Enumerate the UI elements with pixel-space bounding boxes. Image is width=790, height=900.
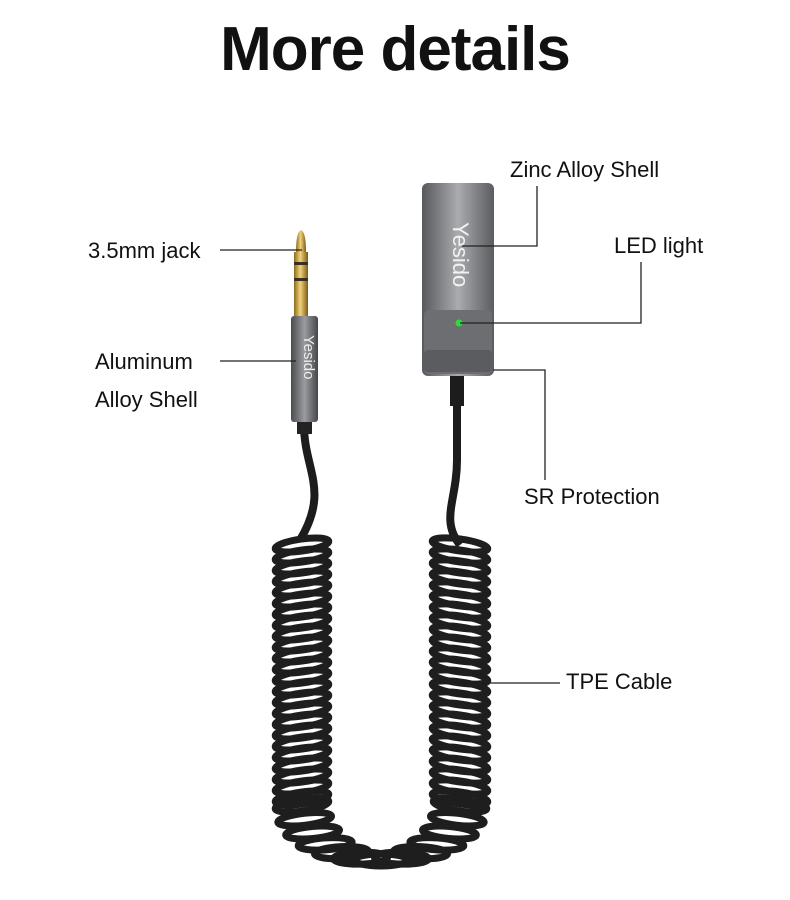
label-alloy-shell: Alloy Shell — [95, 387, 198, 412]
label-sr-protection: SR Protection — [524, 484, 660, 509]
leader-sr — [493, 369, 546, 480]
page-title: More details — [220, 15, 571, 84]
led-indicator — [455, 319, 463, 327]
cable-coil — [271, 787, 333, 809]
bluetooth-receiver: Yesido — [422, 183, 494, 406]
coiled-cable — [271, 534, 492, 870]
label-led-light: LED light — [614, 233, 704, 258]
label-zinc-alloy-shell: Zinc Alloy Shell — [510, 157, 660, 182]
leader-zinc — [462, 186, 538, 247]
label-aluminum: Aluminum — [95, 349, 193, 374]
cable-coil — [428, 787, 492, 809]
label-tpe-cable: TPE Cable — [566, 669, 673, 694]
svg-text:Yesido: Yesido — [300, 335, 317, 380]
left-cable — [296, 424, 319, 543]
leader-led — [460, 262, 642, 324]
leader-lines — [220, 186, 642, 684]
cable-coil — [429, 794, 491, 816]
audio-jack: Yesido — [291, 230, 318, 434]
label-jack: 3.5mm jack — [88, 238, 201, 263]
svg-text:Yesido: Yesido — [448, 222, 473, 287]
